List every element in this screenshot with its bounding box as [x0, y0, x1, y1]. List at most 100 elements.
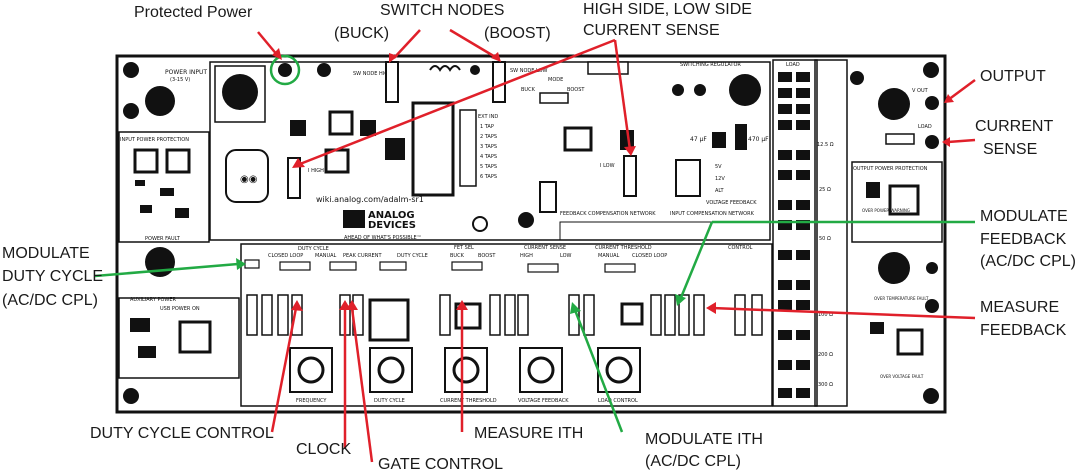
board-auxiliary-power: AUXILIARY POWER — [130, 297, 177, 303]
jumper-row[interactable] — [244, 259, 636, 273]
test-header-strip[interactable] — [246, 294, 763, 336]
board-voltage-feedback: VOLTAGE FEEDBACK — [706, 200, 757, 206]
board-manual-hdr: MANUAL — [315, 253, 337, 259]
output-capacitor — [729, 74, 761, 106]
board-current-threshold: CURRENT THRESHOLD — [595, 245, 652, 251]
ground-terminal[interactable] — [317, 63, 331, 77]
i-low-header[interactable] — [623, 155, 637, 197]
board-pot-voltage-feedback: VOLTAGE FEEDBACK — [518, 398, 569, 404]
tap-header[interactable] — [459, 109, 477, 187]
board-load-25: 25 Ω — [819, 187, 831, 193]
mounting-hole-icon — [123, 388, 139, 404]
board-pot-frequency: FREQUENCY — [296, 398, 327, 404]
input-capacitor — [222, 74, 258, 110]
green-arrowheads — [236, 258, 686, 314]
board-tap-3: 3 TAPS — [480, 144, 497, 150]
board-input-comp: INPUT COMPENSATION NETWORK — [670, 211, 755, 217]
aux-power-box — [118, 297, 240, 379]
board-duty-cycle-hdr2: DUTY CYCLE — [397, 253, 428, 259]
load-bank — [772, 59, 818, 407]
analog-devices-logo-icon — [343, 210, 365, 228]
callout-measure-ith: MEASURE ITH — [474, 425, 584, 442]
board-brand-1: ANALOG — [368, 210, 415, 221]
inductor-icon — [429, 65, 461, 72]
callout-modulate-ith-2: (AC/DC CPL) — [645, 453, 742, 470]
board-fet-boost: BOOST — [478, 253, 496, 259]
board-over-voltage: OVER VOLTAGE FAULT — [880, 374, 924, 379]
output-protection-box — [851, 161, 943, 243]
vout-terminal[interactable] — [925, 96, 939, 110]
callout-high-low-side-2: CURRENT SENSE — [583, 22, 720, 39]
control-region — [240, 243, 773, 407]
board-power-input-range: (3-15 V) — [170, 77, 190, 83]
sw-node-low-header[interactable] — [492, 61, 506, 103]
board-pot-load-control: LOAD CONTROL — [598, 398, 638, 404]
regulator-region — [209, 61, 771, 241]
board-closed-loop-hdr: CLOSED LOOP — [268, 253, 303, 259]
callout-measure-feedback-1: MEASURE — [980, 299, 1060, 316]
board-tap-2: 2 TAPS — [480, 134, 497, 140]
board-duty-cycle-hdr: DUTY CYCLE — [298, 246, 329, 252]
i-high-header[interactable] — [287, 157, 301, 199]
board-ct-closed-loop: CLOSED LOOP — [632, 253, 667, 259]
board-feedback-comp: FEEDBACK COMPENSATION NETWORK — [560, 211, 656, 217]
protected-power-highlight — [269, 54, 301, 86]
board-ct-manual: MANUAL — [598, 253, 620, 259]
board-vout: V OUT — [912, 88, 929, 94]
mounting-hole-icon — [923, 62, 939, 78]
callout-measure-feedback-2: FEEDBACK — [980, 322, 1067, 339]
board-i-high: I HIGH — [308, 168, 324, 174]
mascot-icon — [225, 149, 269, 203]
callout-current-sense-2: SENSE — [983, 141, 1038, 158]
board-peak-current-hdr: PEAK CURRENT — [343, 253, 382, 259]
board-input-power-protection: INPUT POWER PROTECTION — [120, 137, 189, 143]
board-tap-4: 4 TAPS — [480, 154, 497, 160]
callout-protected-power: Protected Power — [134, 4, 253, 21]
board-power-fault: POWER FAULT — [145, 236, 181, 242]
mode-jumper[interactable] — [539, 92, 569, 104]
sw-node-high-header[interactable] — [385, 61, 399, 103]
board-mode-buck: BUCK — [521, 87, 536, 93]
board-current-sense: CURRENT SENSE — [524, 245, 566, 251]
mounting-hole-icon — [923, 388, 939, 404]
board-12v: 12V — [715, 176, 725, 182]
board-sw-node-high: SW NODE HIGH — [353, 71, 392, 77]
board-switching-regulator: SWITCHING REGULATOR — [680, 62, 741, 68]
board-cap-470: 470 µF — [748, 136, 769, 143]
board-mode: MODE — [548, 77, 563, 83]
board-cs-low: LOW — [560, 253, 572, 259]
voltage-select-header[interactable] — [675, 159, 701, 197]
callout-gate-control: GATE CONTROL — [378, 456, 504, 473]
red-callout-lines — [257, 28, 976, 463]
board-i-low: I LOW — [600, 163, 615, 169]
board-alt: ALT — [715, 188, 725, 194]
board-5v: 5V — [715, 164, 722, 170]
board-tap-5: 5 TAPS — [480, 164, 497, 170]
board-sw-node-low: SW NODE LOW — [510, 68, 548, 74]
input-terminal[interactable] — [123, 103, 139, 119]
board-output-power-protection: OUTPUT POWER PROTECTION — [853, 166, 928, 172]
board-load-300: 300 Ω — [818, 382, 833, 388]
callout-output: OUTPUT — [980, 68, 1046, 85]
board-load-50: 50 Ω — [819, 236, 831, 242]
protected-power-terminal[interactable] — [278, 63, 292, 77]
board-tap-6: 6 TAPS — [480, 174, 497, 180]
board-fet-sel: FET SEL — [454, 245, 474, 251]
board-cap-47: 47 µF — [690, 136, 707, 143]
board-tagline: AHEAD OF WHAT'S POSSIBLE™ — [344, 235, 422, 241]
board-load-label: LOAD — [918, 124, 932, 130]
board-tap-1: 1 TAP — [480, 124, 494, 130]
output-jack[interactable] — [878, 252, 910, 284]
power-input-jack[interactable] — [145, 86, 175, 116]
callout-high-low-side-1: HIGH SIDE, LOW SIDE — [583, 1, 752, 18]
callout-modulate-duty-3: (AC/DC CPL) — [2, 292, 99, 309]
current-sense-terminal[interactable] — [925, 135, 939, 149]
board-ext-ind: EXT IND — [478, 114, 498, 120]
vout-jack[interactable] — [878, 88, 910, 120]
load-jumper[interactable] — [885, 133, 915, 145]
callout-modulate-feedback-3: (AC/DC CPL) — [980, 253, 1077, 270]
board-power-input: POWER INPUT — [165, 69, 207, 76]
callout-switch-nodes: SWITCH NODES — [380, 2, 505, 19]
board-pot-current-threshold: CURRENT THRESHOLD — [440, 398, 497, 404]
